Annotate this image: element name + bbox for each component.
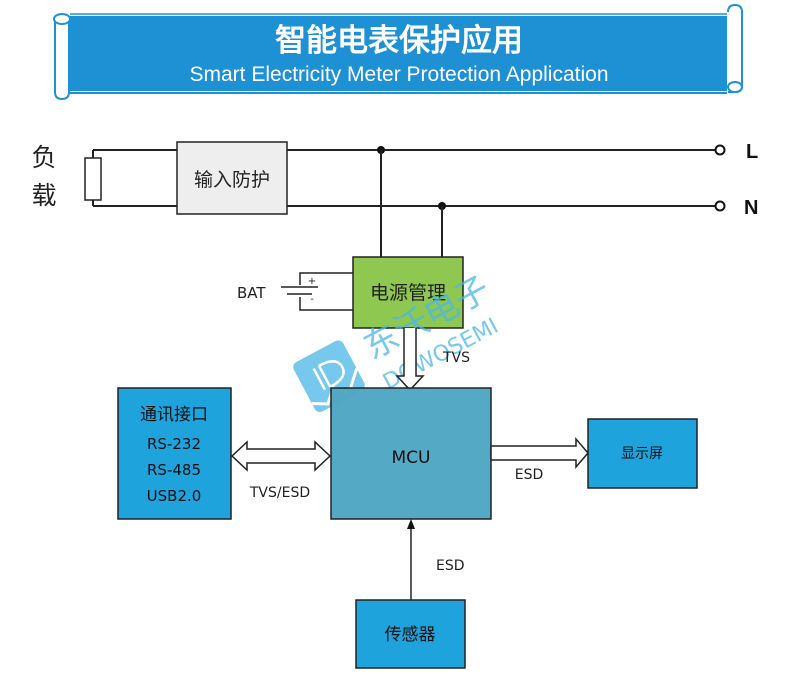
banner-right-roll (727, 3, 743, 93)
power-management-block: 电源管理 (352, 256, 464, 329)
label-sensor-to-mcu: ESD (436, 558, 465, 574)
comm-line-rs485: RS-485 (147, 461, 201, 479)
arrow-comm-mcu-bidirectional (230, 440, 332, 472)
banner-left-roll (54, 15, 70, 101)
label-power-to-mcu: TVS (442, 350, 470, 366)
battery-label: BAT (237, 284, 266, 302)
comm-line-rs232: RS-232 (147, 435, 201, 453)
label-mcu-to-display: ESD (515, 467, 544, 483)
load-label-2: 载 (31, 181, 56, 210)
mcu-label: MCU (392, 448, 431, 468)
display-label: 显示屏 (621, 446, 663, 462)
input-protection-label: 输入防护 (194, 169, 270, 191)
load-label-1: 负 (31, 143, 56, 172)
battery-plus: + (308, 276, 316, 287)
terminal-live-icon (714, 144, 726, 156)
comm-line-usb: USB2.0 (147, 487, 202, 505)
comm-interface-label: 通讯接口 (140, 405, 208, 425)
display-block: 显示屏 (587, 418, 698, 489)
battery: + - (281, 272, 353, 311)
sensor-label: 传感器 (385, 625, 436, 645)
arrow-mcu-to-display (490, 436, 589, 470)
sensor-block: 传感器 (355, 599, 466, 669)
input-protection-block: 输入防护 (176, 141, 288, 215)
banner-subtitle: Smart Electricity Meter Protection Appli… (190, 63, 609, 86)
mcu-block: MCU (330, 387, 492, 520)
terminal-neutral-icon (714, 200, 726, 212)
title-banner: 智能电表保护应用 Smart Electricity Meter Protect… (53, 3, 743, 101)
power-management-label: 电源管理 (370, 282, 446, 304)
battery-minus: - (310, 294, 314, 305)
load-resistor (84, 150, 102, 206)
resistor-icon (84, 157, 102, 201)
label-comm-to-mcu: TVS/ESD (249, 485, 310, 501)
terminal-live-label: L (746, 141, 758, 163)
banner-band (70, 16, 727, 91)
arrowhead-sensor-to-mcu-icon (407, 519, 415, 529)
banner-title: 智能电表保护应用 (275, 23, 523, 59)
terminal-neutral-label: N (744, 197, 758, 219)
comm-interface-block: 通讯接口 RS-232 RS-485 USB2.0 (117, 387, 232, 520)
